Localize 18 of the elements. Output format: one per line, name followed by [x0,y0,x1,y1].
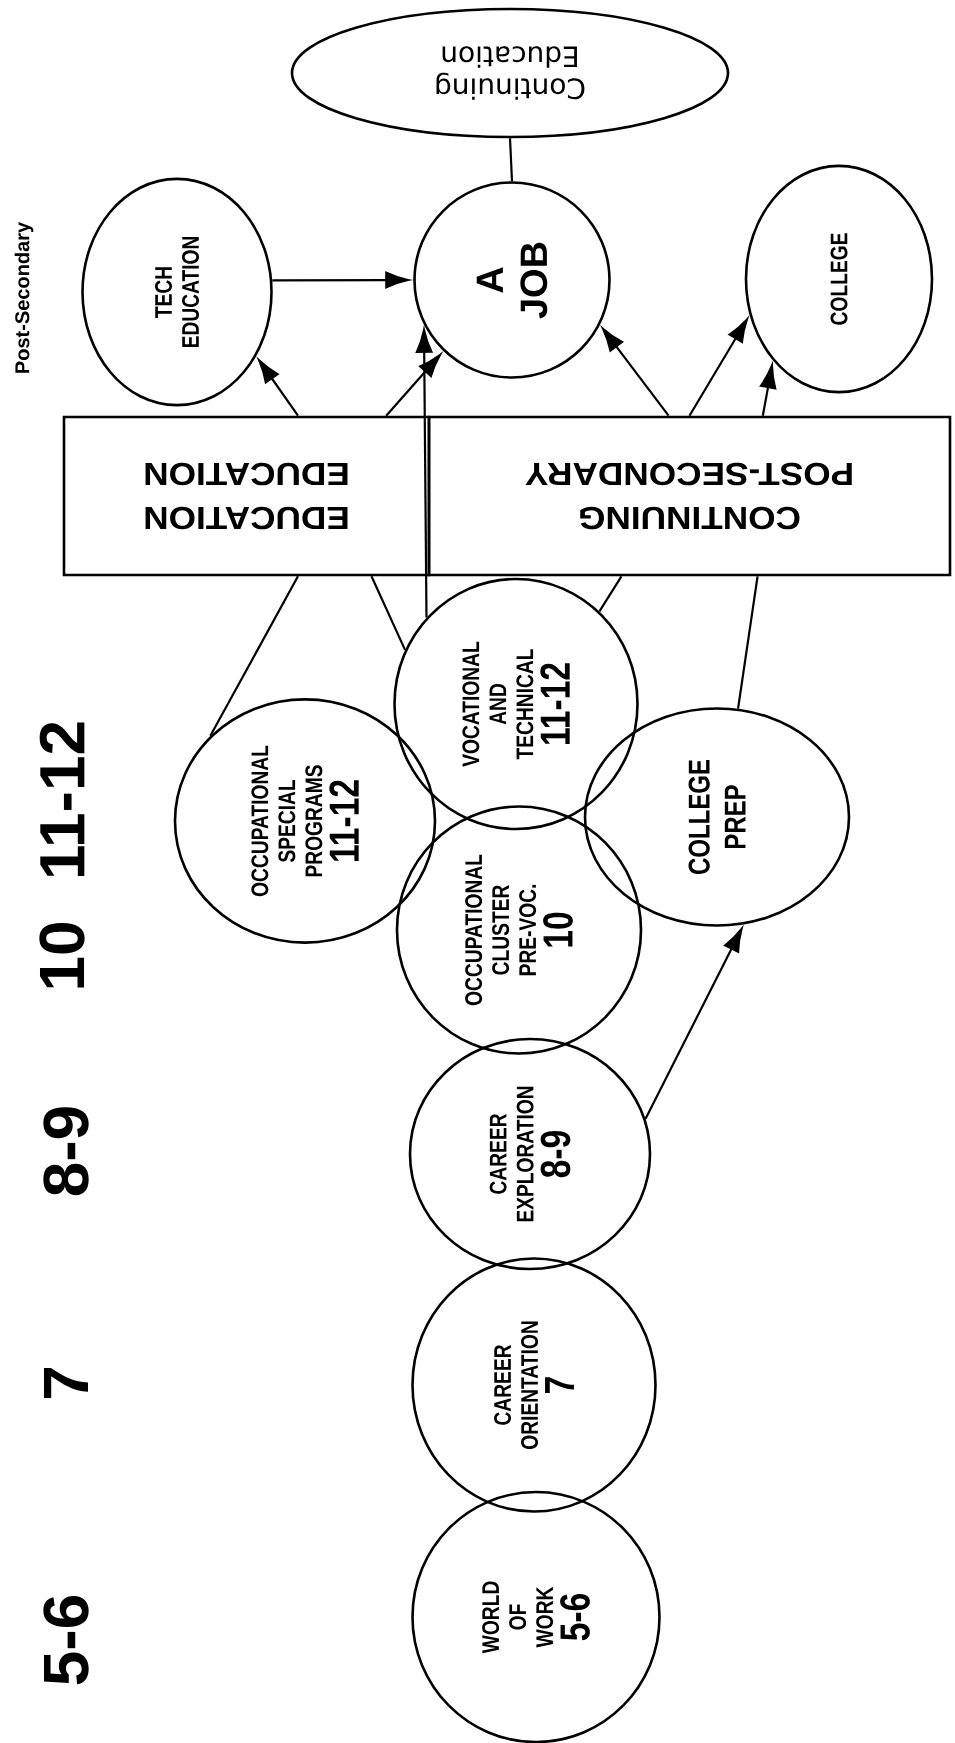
arrow [602,327,670,417]
grade-label: 5-6 [43,1596,89,1685]
outcome-oval: Continuing Education [290,7,730,139]
connector-line [737,576,759,709]
grade-label: 8-9 [43,1107,89,1196]
column-heading: Post-Secondary [14,222,34,373]
connector-line [209,575,299,737]
grade-label: 7 [44,1368,88,1399]
program-box: CONTINUING POST-SECONDARY [427,415,952,577]
arrow [688,318,748,417]
grade-label: 11-12 [39,722,85,877]
connector-line [370,575,407,651]
grade-label: 10 [39,923,85,988]
connector-line [508,138,514,182]
program-box: EDUCATION EDUCATION [62,415,431,577]
arrow [272,271,410,289]
connector-line [598,575,623,612]
arrow [385,353,441,417]
